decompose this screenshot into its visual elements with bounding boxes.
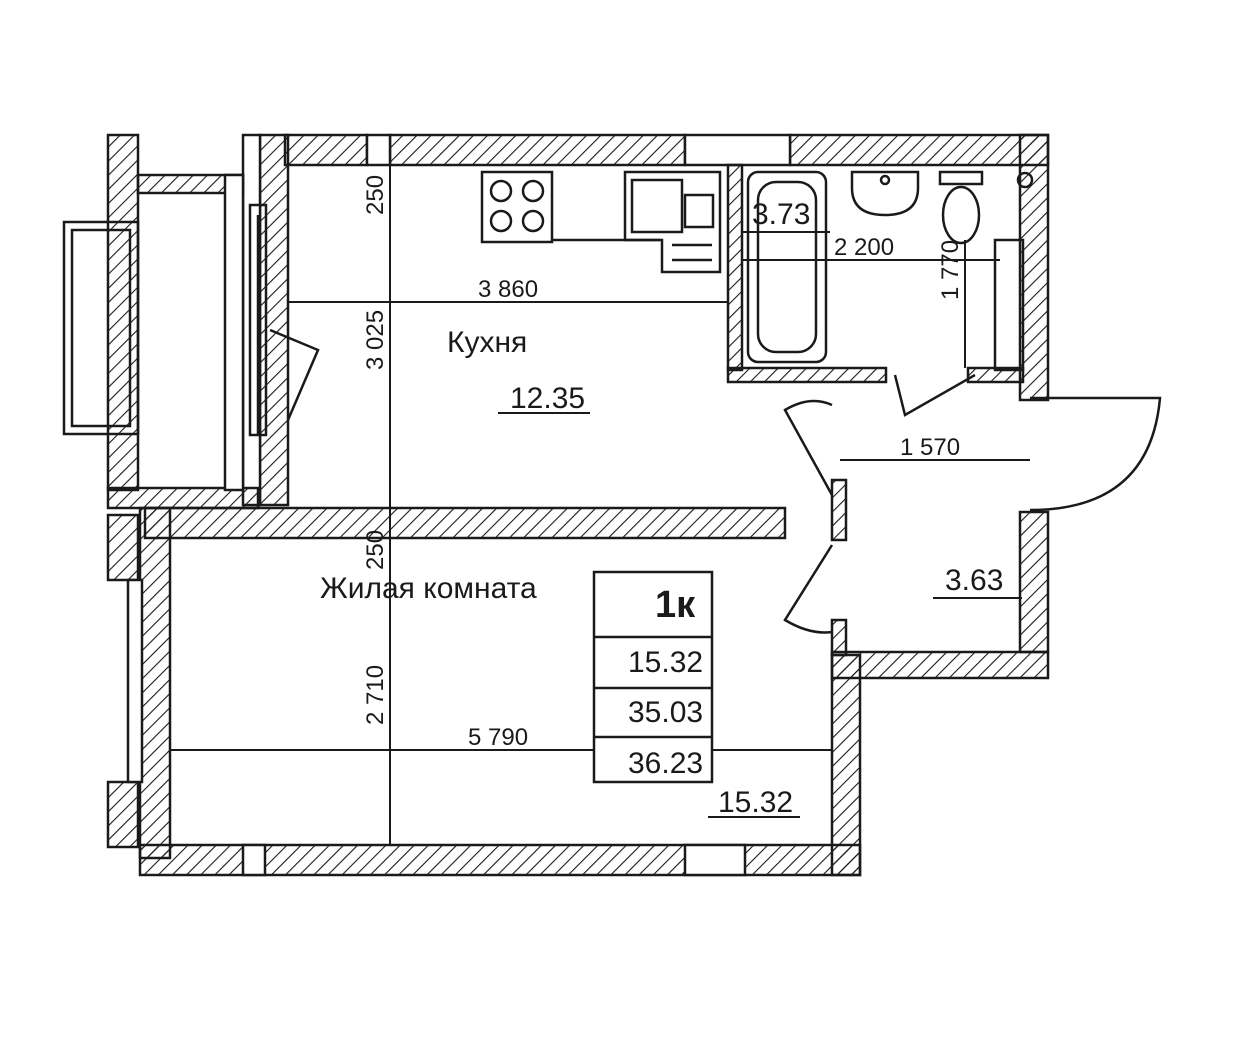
wall-hall-left bbox=[830, 478, 848, 542]
stove bbox=[480, 170, 554, 244]
dim-living-width: 5 790 bbox=[468, 724, 528, 751]
sink-bowl-2 bbox=[683, 193, 715, 229]
drain-icon bbox=[1016, 171, 1034, 189]
hall-area: 3.63 bbox=[945, 564, 1003, 597]
dim-wall-mid: 250 bbox=[362, 530, 389, 570]
wall-top-left bbox=[283, 133, 369, 167]
burner-1 bbox=[489, 179, 513, 203]
window-top-bath bbox=[683, 133, 792, 167]
living-left-outer-bottom bbox=[106, 780, 140, 849]
wall-top-right bbox=[788, 133, 1050, 167]
door-bath-swing bbox=[893, 373, 976, 417]
summary-type: 1к bbox=[655, 584, 696, 626]
wall-bath-left bbox=[726, 163, 744, 372]
wall-left-living bbox=[138, 506, 172, 860]
summary-box bbox=[592, 570, 714, 784]
wall-right-living bbox=[830, 653, 862, 877]
toilet-tank bbox=[938, 170, 984, 186]
wall-right-hall bbox=[1018, 510, 1050, 654]
door-kitchen-swing bbox=[783, 399, 834, 496]
vent-shaft bbox=[993, 238, 1025, 372]
washbasin-drain bbox=[879, 174, 891, 186]
bathtub bbox=[746, 170, 828, 364]
burner-3 bbox=[489, 209, 513, 233]
kitchen-name: Кухня bbox=[447, 326, 527, 359]
wall-right-upper bbox=[1018, 133, 1050, 402]
wall-left-kitchen bbox=[258, 133, 290, 507]
balcony-wall-bottom bbox=[106, 486, 260, 510]
living-left-window bbox=[126, 578, 144, 784]
balcony-wall-left bbox=[106, 133, 140, 492]
toilet-bowl bbox=[941, 185, 981, 245]
sink-bowl-1 bbox=[630, 178, 684, 234]
balcony-frame-inner bbox=[70, 228, 132, 428]
wall-hall-left-2 bbox=[830, 618, 848, 657]
dim-hall-width: 1 570 bbox=[900, 434, 960, 461]
washbasin bbox=[850, 170, 920, 217]
summary-table bbox=[592, 570, 714, 784]
window-top-kitchen bbox=[365, 133, 392, 167]
balcony-wall-right bbox=[223, 173, 245, 492]
wall-top-mid bbox=[388, 133, 687, 167]
kitchen-area: 12.35 bbox=[510, 382, 585, 415]
window-bottom-1 bbox=[241, 843, 267, 877]
fixtures bbox=[480, 170, 1034, 372]
walls bbox=[106, 133, 1050, 877]
dim-bath-width: 2 200 bbox=[834, 234, 894, 261]
living-name: Жилая комната bbox=[320, 572, 537, 605]
dim-kitchen-width: 3 860 bbox=[478, 276, 538, 303]
wall-hall-bottom bbox=[830, 650, 1050, 680]
wall-bath-bottom bbox=[726, 366, 888, 384]
wall-partition bbox=[143, 506, 787, 540]
balcony bbox=[62, 203, 268, 437]
bathtub-inner bbox=[756, 180, 818, 354]
door-living-swing bbox=[783, 544, 834, 634]
burner-2 bbox=[521, 179, 545, 203]
dim-bath-depth: 1 770 bbox=[937, 240, 964, 300]
window-bottom-2 bbox=[683, 843, 747, 877]
balcony-frame-outer bbox=[62, 220, 140, 436]
burner-4 bbox=[521, 209, 545, 233]
door-balcony-swing bbox=[269, 328, 320, 421]
bathroom-area: 3.73 bbox=[752, 198, 810, 231]
summary-total-with-balcony: 36.23 bbox=[628, 747, 703, 780]
dim-wall-top: 250 bbox=[362, 175, 389, 215]
doors bbox=[269, 328, 1162, 634]
summary-living-area: 15.32 bbox=[628, 646, 703, 679]
labels: Кухня 12.35 Жилая комната 15.32 3.73 3.6… bbox=[320, 175, 1003, 819]
dimension-lines bbox=[170, 140, 1030, 845]
kitchen-sink bbox=[623, 170, 722, 274]
door-entrance-swing bbox=[1029, 396, 1162, 512]
balcony-door bbox=[248, 203, 268, 437]
dim-kitchen-depth: 3 025 bbox=[362, 310, 389, 370]
dim-living-depth: 2 710 bbox=[362, 665, 389, 725]
living-area: 15.32 bbox=[718, 786, 793, 819]
summary-total-area: 35.03 bbox=[628, 696, 703, 729]
living-left-outer-top bbox=[106, 513, 140, 582]
